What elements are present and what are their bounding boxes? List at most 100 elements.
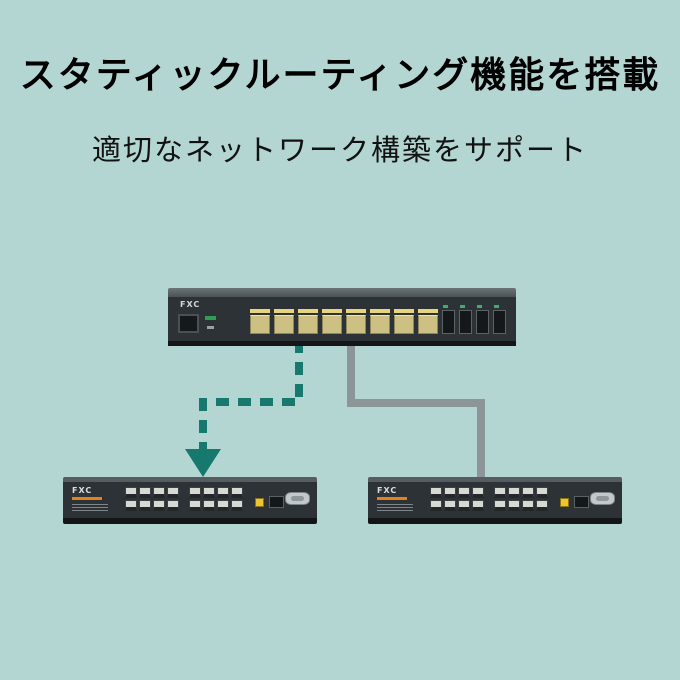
rj45-port	[508, 500, 520, 511]
port-row-bottom	[430, 500, 548, 511]
rj45-port	[231, 487, 243, 498]
rj45-port	[536, 500, 548, 511]
uplink-port	[560, 498, 569, 507]
sfp-led	[494, 305, 499, 308]
rj45-port	[444, 487, 456, 498]
switch-top-panel	[63, 477, 317, 482]
rj45-port	[203, 500, 215, 511]
port-label-strip	[346, 309, 366, 313]
port-label-strip	[418, 309, 438, 313]
rj45-port	[139, 500, 151, 511]
port-jack	[418, 315, 438, 334]
port-jack	[394, 315, 414, 334]
routing-dashed-line	[199, 340, 303, 450]
switch-port-grid	[430, 487, 548, 513]
access-switch-right: FXC	[368, 477, 622, 524]
port-label-strip	[394, 309, 414, 313]
sfp-cage	[476, 310, 489, 334]
rj45-port	[346, 309, 366, 334]
rj45-port	[494, 500, 506, 511]
switch-brand-logo: FXC	[377, 486, 398, 495]
router-top-panel	[168, 288, 516, 297]
sfp-led	[477, 305, 482, 308]
rj45-port	[458, 487, 470, 498]
rj45-port	[274, 309, 294, 334]
sfp-cage	[269, 496, 284, 508]
port-jack	[298, 315, 318, 334]
port-jack	[274, 315, 294, 334]
rj45-port	[472, 500, 484, 511]
port-label-strip	[298, 309, 318, 313]
rj45-port	[508, 487, 520, 498]
rj45-port	[203, 487, 215, 498]
brand-accent-bar	[377, 497, 407, 500]
port-row-bottom	[125, 500, 243, 511]
router-console-port	[178, 314, 199, 333]
switch-front-panel: FXC	[63, 482, 317, 518]
rj45-port	[494, 487, 506, 498]
rj45-port	[153, 500, 165, 511]
sfp-cage	[459, 310, 472, 334]
port-label-strip	[322, 309, 342, 313]
router-lan-ports	[250, 309, 438, 334]
rj45-port	[167, 487, 179, 498]
sfp-cage	[574, 496, 589, 508]
routing-arrowhead-icon	[185, 449, 221, 477]
port-label-strip	[370, 309, 390, 313]
uplink-port	[255, 498, 264, 507]
rj45-port	[536, 487, 548, 498]
rj45-port	[444, 500, 456, 511]
sfp-slot	[459, 305, 472, 334]
rj45-port	[298, 309, 318, 334]
router-switch: FXC	[168, 288, 516, 346]
router-base	[168, 341, 516, 346]
port-label-strip	[274, 309, 294, 313]
sfp-slot	[493, 305, 506, 334]
rj45-port	[522, 500, 534, 511]
spec-text	[377, 504, 413, 513]
rj45-port	[231, 500, 243, 511]
port-jack	[250, 315, 270, 334]
rj45-port	[125, 500, 137, 511]
rj45-port	[522, 487, 534, 498]
router-reset-control	[207, 326, 214, 329]
rj45-port	[217, 487, 229, 498]
port-jack	[346, 315, 366, 334]
brand-accent-bar	[72, 497, 102, 500]
console-db9-port	[590, 492, 615, 505]
port-row-top	[430, 487, 548, 498]
port-label-strip	[250, 309, 270, 313]
rj45-port	[139, 487, 151, 498]
subheadline: 適切なネットワーク構築をサポート	[91, 133, 588, 167]
switch-brand-logo: FXC	[72, 486, 93, 495]
router-front-panel: FXC	[168, 297, 516, 341]
sfp-led	[460, 305, 465, 308]
sfp-led	[443, 305, 448, 308]
port-jack	[370, 315, 390, 334]
rj45-port	[189, 487, 201, 498]
rj45-port	[217, 500, 229, 511]
headline: スタティックルーティング機能を搭載	[19, 55, 661, 96]
switch-port-grid	[125, 487, 243, 513]
port-jack	[322, 315, 342, 334]
switch-front-panel: FXC	[368, 482, 622, 518]
sfp-slot	[442, 305, 455, 334]
rj45-port	[472, 487, 484, 498]
port-row-top	[125, 487, 243, 498]
spec-text	[72, 504, 108, 513]
rj45-port	[370, 309, 390, 334]
sfp-slot	[476, 305, 489, 334]
rj45-port	[418, 309, 438, 334]
sfp-cage	[493, 310, 506, 334]
router-brand-logo: FXC	[180, 300, 201, 309]
uplink-solid-line	[347, 340, 485, 478]
rj45-port	[167, 500, 179, 511]
switch-base	[63, 518, 317, 524]
rj45-port	[189, 500, 201, 511]
router-sfp-slots	[442, 305, 506, 334]
rj45-port	[322, 309, 342, 334]
rj45-port	[250, 309, 270, 334]
